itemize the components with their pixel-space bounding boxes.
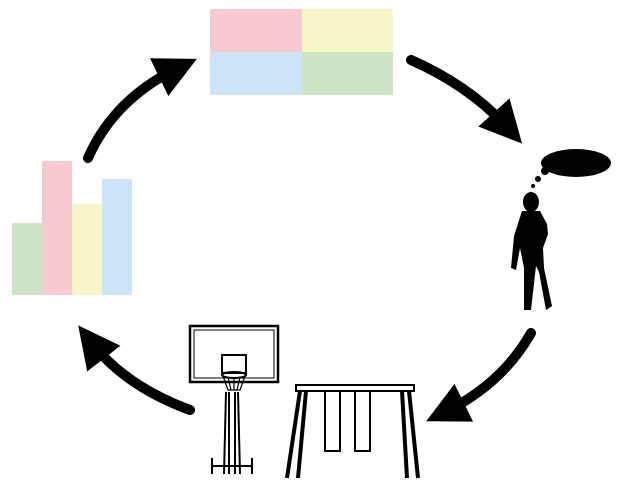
swing-right-legs — [400, 390, 420, 479]
person-thinking-icon — [511, 149, 611, 310]
swing-top-bar — [295, 384, 415, 392]
hoop-base — [211, 458, 253, 474]
basketball-hoop-icon — [188, 324, 280, 475]
thought-dot — [535, 176, 541, 182]
hoop-target-box — [221, 354, 247, 374]
grid-cell-pink — [210, 9, 302, 52]
bar-pink — [42, 161, 72, 295]
hoop-net — [222, 375, 246, 391]
thought-dot — [531, 184, 535, 188]
grid-cell-green — [302, 52, 393, 95]
grid-cell-blue — [210, 52, 302, 95]
person-body — [511, 211, 552, 310]
cycle-arrow-top-left — [83, 58, 197, 163]
person-head — [523, 192, 539, 212]
bar-blue — [102, 179, 132, 295]
swing-seat-1 — [324, 391, 341, 452]
cycle-arrow-top-right — [406, 55, 523, 144]
grid-icon — [210, 9, 393, 95]
grid-cell-yellow — [302, 9, 393, 52]
swing-seat-2 — [354, 391, 371, 452]
hoop-rim — [221, 371, 247, 379]
hoop-pole — [223, 391, 241, 475]
thought-bubble — [541, 149, 611, 177]
cycle-arrow-bottom-right — [426, 328, 536, 422]
thought-dot — [541, 167, 549, 175]
swing-left-legs — [285, 390, 308, 479]
cycle-arrow-bottom-left — [78, 325, 195, 415]
bar-green — [12, 223, 42, 295]
bar-yellow — [72, 204, 102, 295]
swing-set-icon — [285, 384, 420, 479]
bar-chart-icon — [12, 161, 132, 295]
